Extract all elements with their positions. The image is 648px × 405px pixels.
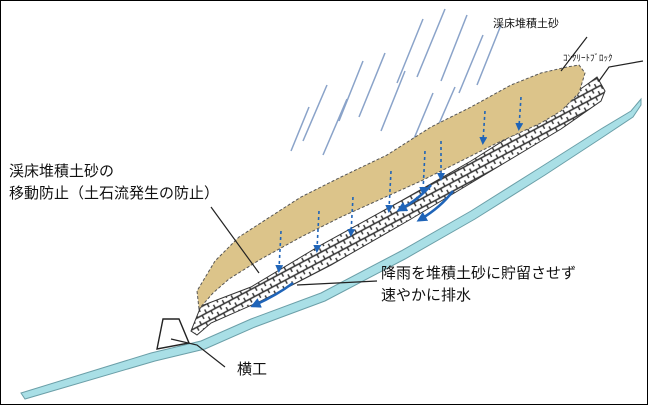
label-purpose-line2: 移動防止（土石流発生の防止） (9, 184, 220, 202)
label-sediment: 渓床堆積土砂 (493, 17, 559, 30)
leader-lines (170, 36, 644, 368)
drainage-flow-arrows (250, 184, 455, 308)
channel-water-line (20, 97, 642, 400)
label-drain-line1: 降雨を堆積土砂に貯留させず (381, 264, 577, 282)
label-concrete-block: ｺﾝｸﾘｰﾄﾌﾞﾛｯｸ (563, 54, 613, 64)
seepage-arrows (275, 96, 524, 273)
label-check-structure: 横工 (237, 360, 268, 378)
sediment-deposit (196, 64, 586, 311)
label-purpose-line1: 渓床堆積土砂の (9, 162, 115, 180)
check-structure-dam (156, 318, 190, 350)
label-drain-line2: 速やかに排水 (381, 286, 472, 304)
